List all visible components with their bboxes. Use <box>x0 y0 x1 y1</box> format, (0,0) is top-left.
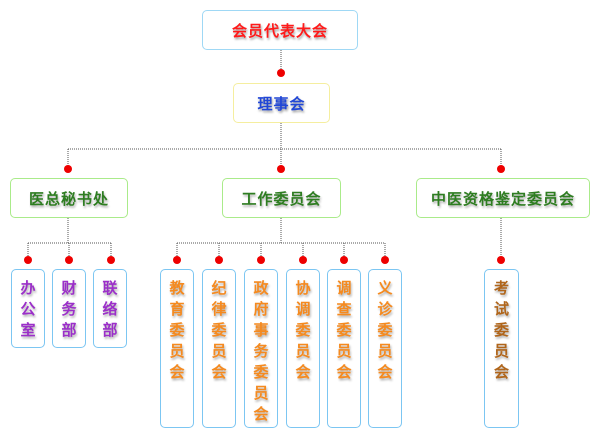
node-label-char: 委 <box>336 321 352 339</box>
node-label-char: 会 <box>377 363 393 381</box>
node-label-char: 联 <box>102 279 118 297</box>
node-government-affairs: 政府事务委员会 <box>244 269 278 428</box>
node-label-char: 会 <box>493 363 509 381</box>
node-label-char: 员 <box>336 342 352 360</box>
connector-dot <box>215 256 223 264</box>
node-label-char: 委 <box>253 363 269 381</box>
node-label-char: 委 <box>169 321 185 339</box>
node-work-committee: 工作委员会 <box>222 178 341 218</box>
node-label-char: 调 <box>336 279 352 297</box>
connector-dot <box>497 165 505 173</box>
node-label-char: 律 <box>211 300 227 318</box>
connector-dot <box>65 256 73 264</box>
node-label-char: 纪 <box>211 279 227 297</box>
node-label: 中医资格鉴定委员会 <box>430 189 575 208</box>
connector-dot <box>173 256 181 264</box>
node-label-char: 务 <box>253 342 269 360</box>
node-label-char: 委 <box>377 321 393 339</box>
node-assembly: 会员代表大会 <box>202 10 358 50</box>
node-label-char: 会 <box>211 363 227 381</box>
node-label-char: 试 <box>493 300 509 318</box>
node-label-char: 办 <box>20 279 36 297</box>
node-label: 会员代表大会 <box>231 21 328 40</box>
node-label-char: 会 <box>169 363 185 381</box>
node-examination: 考试委员会 <box>484 269 519 428</box>
node-label-char: 员 <box>377 342 393 360</box>
node-label-char: 政 <box>253 279 269 297</box>
node-label-char: 员 <box>295 342 311 360</box>
node-label-char: 考 <box>493 279 509 297</box>
node-label-char: 财 <box>61 279 77 297</box>
node-finance: 财务部 <box>52 269 86 348</box>
node-education: 教育委员会 <box>160 269 194 428</box>
node-council: 理事会 <box>233 83 330 123</box>
node-label-char: 室 <box>20 321 36 339</box>
node-label-char: 务 <box>61 300 77 318</box>
connector-dot <box>381 256 389 264</box>
node-label-char: 查 <box>336 300 352 318</box>
node-free-clinic: 义诊委员会 <box>368 269 402 428</box>
connector-dot <box>497 256 505 264</box>
connector-dot <box>257 256 265 264</box>
node-label: 理事会 <box>257 94 306 113</box>
node-label-char: 公 <box>20 300 36 318</box>
connector-dot <box>299 256 307 264</box>
node-liaison: 联络部 <box>93 269 127 348</box>
node-label-char: 教 <box>169 279 185 297</box>
node-qualification-committee: 中医资格鉴定委员会 <box>416 178 590 218</box>
node-label-char: 部 <box>102 321 118 339</box>
node-label-char: 络 <box>102 300 118 318</box>
node-label-char: 府 <box>253 300 269 318</box>
node-secretariat: 医总秘书处 <box>10 178 128 218</box>
node-label-char: 义 <box>377 279 393 297</box>
node-label: 工作委员会 <box>241 189 322 208</box>
node-label-char: 调 <box>295 300 311 318</box>
node-label-char: 员 <box>211 342 227 360</box>
node-label-char: 员 <box>493 342 509 360</box>
node-discipline: 纪律委员会 <box>202 269 236 428</box>
node-label-char: 会 <box>253 405 269 423</box>
connector-dot <box>277 165 285 173</box>
node-label-char: 协 <box>295 279 311 297</box>
node-label-char: 会 <box>336 363 352 381</box>
node-label: 医总秘书处 <box>28 189 109 208</box>
connector-dot <box>277 69 285 77</box>
node-label-char: 诊 <box>377 300 393 318</box>
node-label-char: 委 <box>211 321 227 339</box>
node-label-char: 委 <box>295 321 311 339</box>
node-label-char: 会 <box>295 363 311 381</box>
connector-dot <box>340 256 348 264</box>
node-label-char: 部 <box>61 321 77 339</box>
connector-dot <box>24 256 32 264</box>
node-label-char: 员 <box>253 384 269 402</box>
node-investigation: 调查委员会 <box>327 269 361 428</box>
connector-dot <box>107 256 115 264</box>
node-label-char: 育 <box>169 300 185 318</box>
connector-dot <box>64 165 72 173</box>
node-label-char: 委 <box>493 321 509 339</box>
node-label-char: 事 <box>253 321 269 339</box>
node-office: 办公室 <box>11 269 45 348</box>
node-label-char: 员 <box>169 342 185 360</box>
node-coordination: 协调委员会 <box>286 269 320 428</box>
